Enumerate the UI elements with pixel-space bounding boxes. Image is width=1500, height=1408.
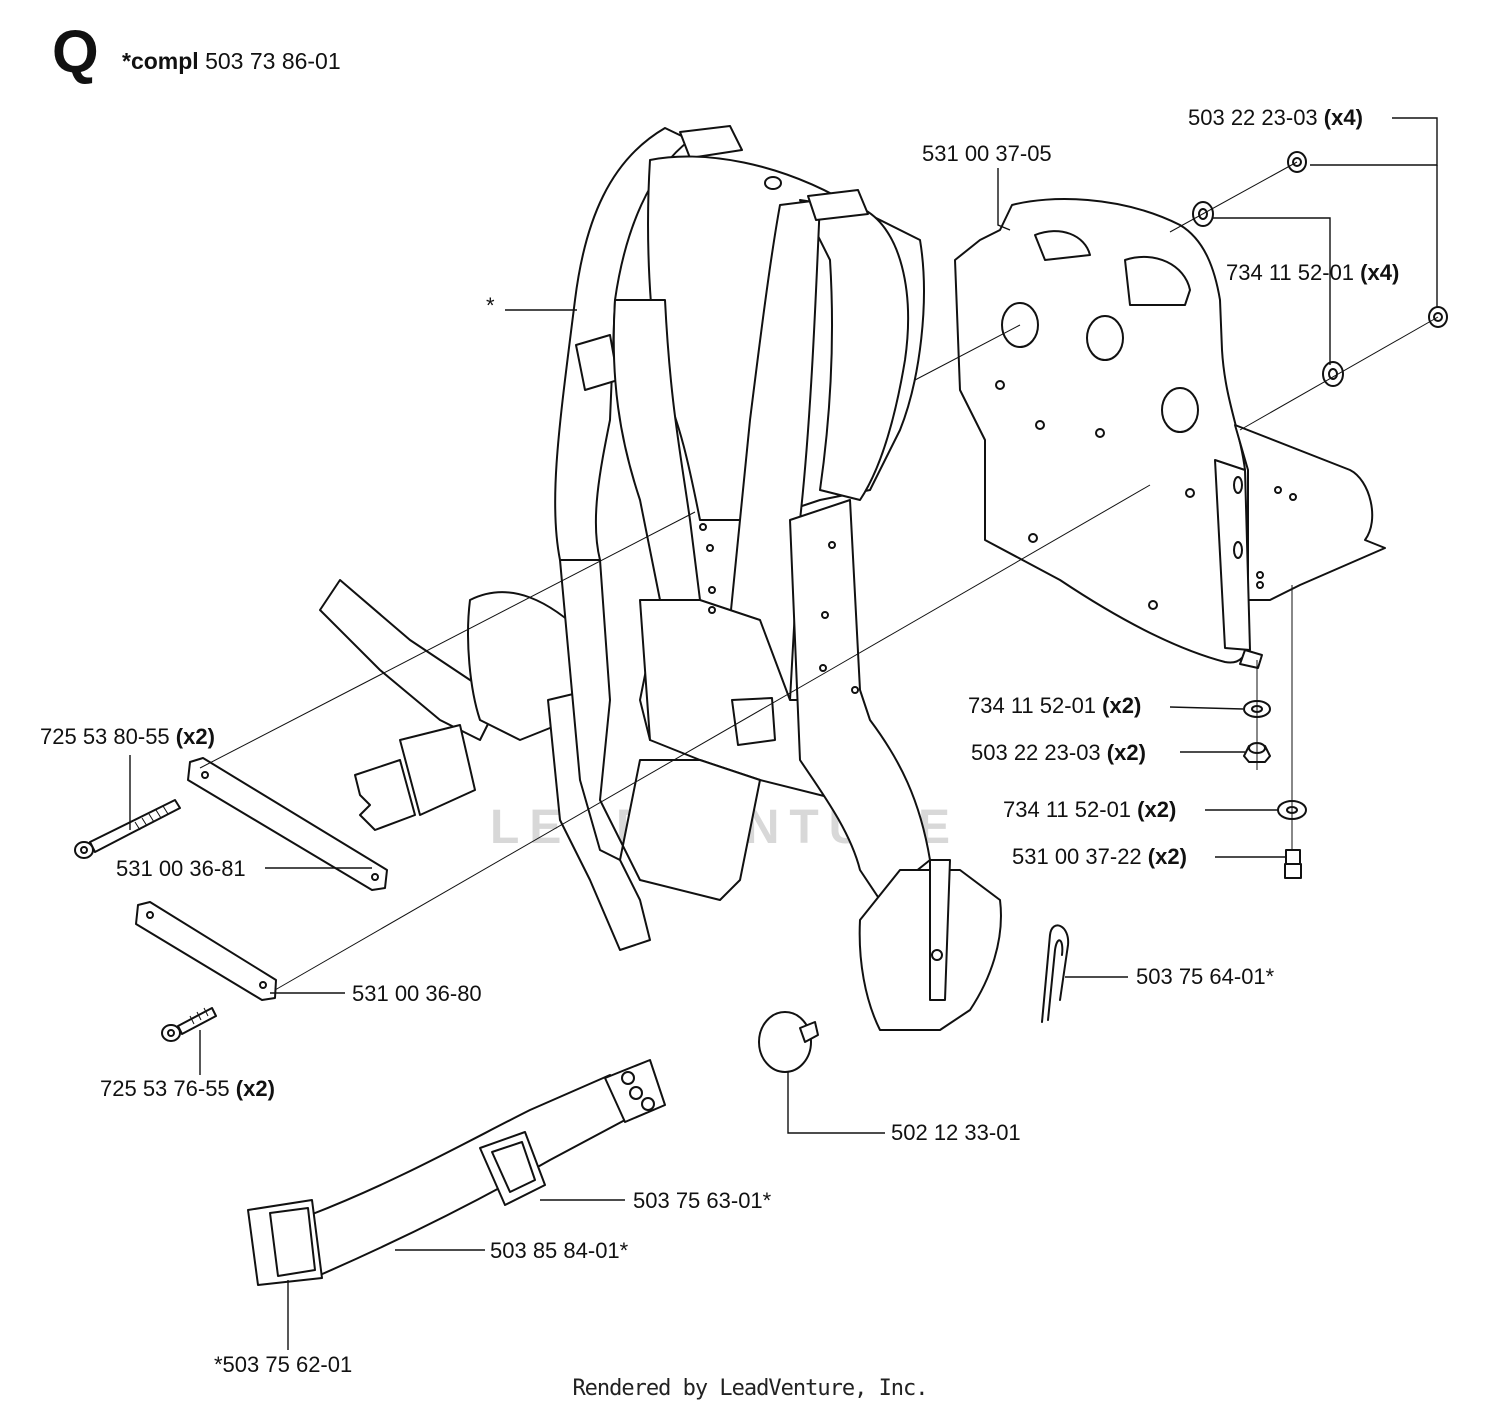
callout-buckle-loop[interactable]: 503 75 63-01*: [633, 1189, 771, 1213]
callout-backplate[interactable]: 531 00 37-05: [922, 142, 1052, 166]
callout-quantity: (x2): [1106, 740, 1146, 765]
callout-pin[interactable]: 503 75 64-01*: [1136, 965, 1274, 989]
callout-part-number: 503 22 23-03: [1188, 105, 1318, 130]
callout-quantity: (x4): [1323, 105, 1363, 130]
callout-knob[interactable]: 502 12 33-01: [891, 1121, 1021, 1145]
callout-part-number: 531 00 37-05: [922, 141, 1052, 166]
callout-part-number: *503 75 62-01: [214, 1352, 353, 1377]
callout-part-number: 531 00 36-81: [116, 856, 246, 881]
callout-washer-x4[interactable]: 734 11 52-01 (x4): [1226, 261, 1399, 285]
callout-part-number: 734 11 52-01: [1003, 797, 1132, 822]
callout-part-number: 725 53 76-55: [100, 1076, 230, 1101]
callout-part-number: 531 00 36-80: [352, 981, 482, 1006]
callout-quantity: (x2): [1137, 797, 1177, 822]
callout-nut-x4[interactable]: 503 22 23-03 (x4): [1188, 106, 1363, 130]
callout-part-number: 531 00 37-22: [1012, 844, 1142, 869]
compl-prefix: *compl: [122, 48, 199, 74]
callout-part-number: *: [486, 293, 495, 318]
callout-quantity: (x2): [1102, 693, 1142, 718]
callout-bolt-long[interactable]: 725 53 80-55 (x2): [40, 725, 215, 749]
compl-number: 503 73 86-01: [205, 48, 341, 74]
callout-part-number: 734 11 52-01: [1226, 260, 1355, 285]
callout-harness[interactable]: *: [486, 294, 495, 318]
hardware-left: [74, 757, 388, 1042]
section-letter: Q: [52, 18, 99, 85]
callout-washer-x2-b[interactable]: 734 11 52-01 (x2): [1003, 798, 1176, 822]
callout-plate-lower[interactable]: 531 00 36-80: [352, 982, 482, 1006]
complete-assembly-note: *compl 503 73 86-01: [122, 48, 341, 74]
callout-bolt-short[interactable]: 725 53 76-55 (x2): [100, 1077, 275, 1101]
explode-lines: [199, 161, 1439, 991]
knob-drawing: [758, 1011, 819, 1073]
callout-part-number: 725 53 80-55: [40, 724, 170, 749]
leader-lines: [129, 117, 1438, 1350]
footer-credit: Rendered by LeadVenture, Inc.: [572, 1376, 928, 1401]
callout-washer-x2-a[interactable]: 734 11 52-01 (x2): [968, 694, 1141, 718]
callout-part-number: 503 22 23-03: [971, 740, 1101, 765]
callout-plate-upper[interactable]: 531 00 36-81: [116, 857, 246, 881]
callout-quantity: (x2): [1147, 844, 1187, 869]
callout-quantity: (x2): [235, 1076, 275, 1101]
waist-belt-drawing: [247, 1059, 666, 1286]
callout-part-number: 503 85 84-01*: [490, 1238, 629, 1263]
callout-part-number: 502 12 33-01: [891, 1120, 1021, 1145]
harness-drawing: [319, 125, 1002, 1031]
callout-quantity: (x4): [1360, 260, 1400, 285]
callout-nut-x2[interactable]: 503 22 23-03 (x2): [971, 741, 1146, 765]
callout-buckle[interactable]: *503 75 62-01: [214, 1353, 352, 1377]
callout-part-number: 503 75 64-01*: [1136, 964, 1275, 989]
callout-screw-x2[interactable]: 531 00 37-22 (x2): [1012, 845, 1187, 869]
backplate-drawing: [954, 198, 1386, 669]
strap-holes: [699, 176, 859, 694]
pin-drawing: [1041, 924, 1070, 1023]
callout-strap[interactable]: 503 85 84-01*: [490, 1239, 628, 1263]
callout-quantity: (x2): [175, 724, 215, 749]
callout-part-number: 503 75 63-01*: [633, 1188, 772, 1213]
callout-part-number: 734 11 52-01: [968, 693, 1097, 718]
